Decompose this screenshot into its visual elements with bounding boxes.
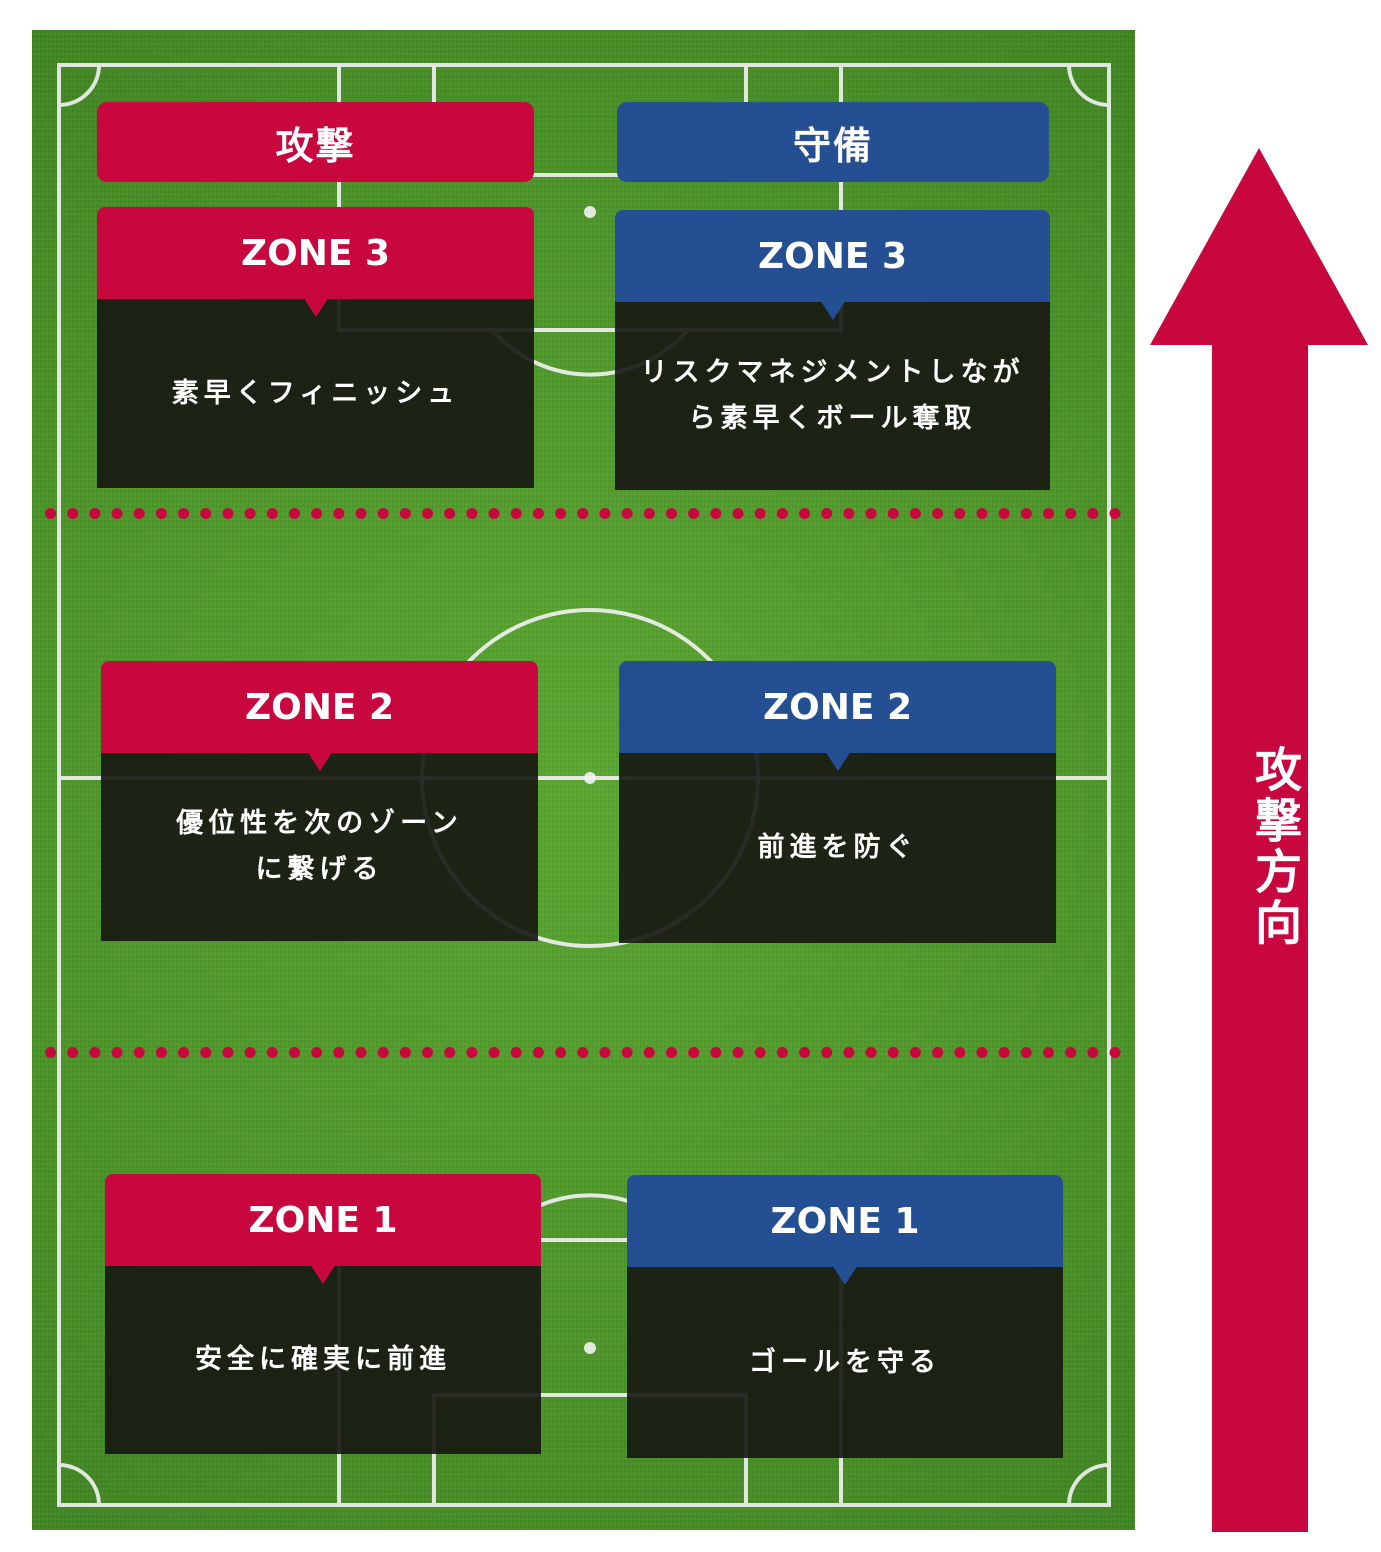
attack-zone1-card: 安全に確実に前進 ZONE 1 [105,1174,541,1454]
attack-zone1-pointer [310,1264,336,1284]
defense-zone3-card: リスクマネジメントしなが ら素早くボール奪取 ZONE 3 [615,210,1050,490]
attack-zone3-label: ZONE 3 [97,207,534,299]
attack-zone2-label: ZONE 2 [101,661,538,753]
defense-zone2-text: 前進を防ぐ [619,753,1056,943]
attack-zone3-card: 素早くフィニッシュ ZONE 3 [97,207,534,488]
defense-zone3-label: ZONE 3 [615,210,1050,302]
defense-zone3-text: リスクマネジメントしなが ら素早くボール奪取 [615,302,1050,490]
arrow-up-icon [1150,148,1368,1532]
attack-zone3-pointer [302,297,329,317]
defense-zone1-text: ゴールを守る [627,1267,1063,1458]
attack-zone3-text: 素早くフィニッシュ [97,299,534,488]
defense-zone2-pointer [824,751,851,771]
attack-zone2-pointer [306,751,333,771]
zone-divider-upper [45,508,1121,519]
attack-direction-label: 攻撃方向 [1246,745,1301,949]
attack-zone1-label: ZONE 1 [105,1174,541,1266]
defense-zone3-pointer [819,300,846,320]
defense-zone2-card: 前進を防ぐ ZONE 2 [619,661,1056,943]
attack-zone1-text: 安全に確実に前進 [105,1266,541,1454]
attack-zone2-card: 優位性を次のゾーン に繋げる ZONE 2 [101,661,538,941]
defense-zone2-label: ZONE 2 [619,661,1056,753]
defense-zone1-label: ZONE 1 [627,1175,1063,1267]
attack-zone2-text: 優位性を次のゾーン に繋げる [101,753,538,941]
zone-divider-lower [45,1047,1121,1058]
defense-zone1-pointer [832,1265,858,1285]
defense-header: 守備 [617,102,1049,182]
defense-zone1-card: ゴールを守る ZONE 1 [627,1175,1063,1458]
attack-header: 攻撃 [97,102,534,182]
